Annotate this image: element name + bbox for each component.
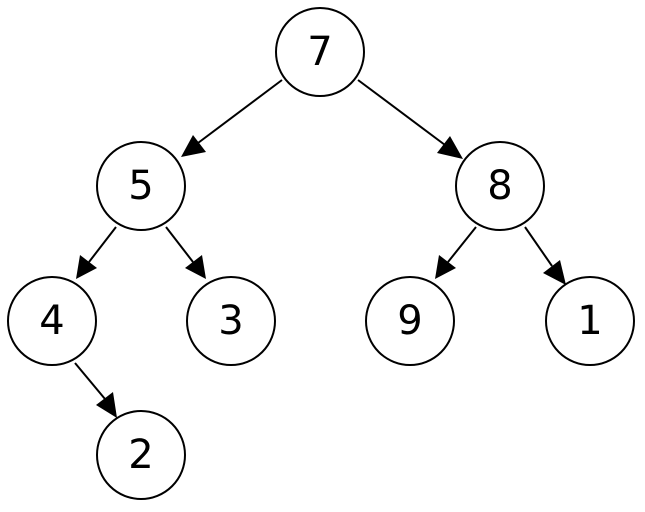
arrowhead-icon [437, 136, 463, 159]
edge-4-to-2 [74, 362, 117, 418]
edge-5-to-3 [165, 226, 206, 279]
arrowhead-icon [76, 255, 97, 279]
edge-7-to-5 [181, 79, 283, 157]
node-label: 2 [128, 432, 153, 478]
arrowhead-icon [181, 135, 206, 157]
tree-node: 3 [186, 276, 276, 366]
edge-8-to-9 [435, 226, 477, 279]
arrowhead-icon [435, 255, 456, 279]
tree-node: 4 [7, 276, 97, 366]
node-label: 8 [487, 163, 512, 209]
arrowhead-icon [543, 260, 566, 285]
edge-8-to-1 [524, 226, 566, 285]
edges-layer [74, 79, 566, 418]
tree-node: 9 [365, 276, 455, 366]
tree-node: 7 [275, 7, 365, 97]
node-label: 4 [39, 298, 64, 344]
arrowhead-icon [185, 255, 206, 279]
tree-node: 1 [545, 276, 635, 366]
edge-7-to-8 [357, 79, 463, 159]
node-label: 5 [128, 163, 153, 209]
edge-5-to-4 [76, 226, 117, 279]
nodes-layer: 7 5 8 4 3 9 1 2 [7, 7, 635, 500]
node-label: 7 [307, 29, 332, 75]
tree-node: 2 [96, 410, 186, 500]
arrowhead-icon [96, 392, 117, 418]
tree-node: 5 [96, 141, 186, 231]
node-label: 9 [397, 298, 422, 344]
node-label: 1 [577, 298, 602, 344]
node-label: 3 [218, 298, 243, 344]
tree-node: 8 [455, 141, 545, 231]
